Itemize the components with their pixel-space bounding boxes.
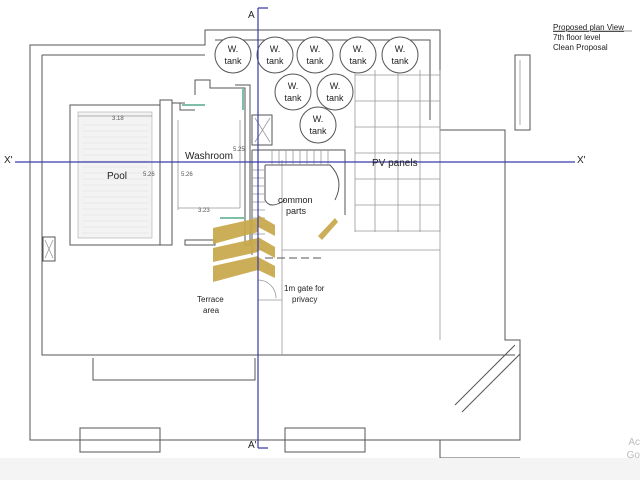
washroom-length-dimension: 5.25 bbox=[233, 147, 245, 153]
section-x-right-label: X' bbox=[577, 155, 586, 166]
pv-panels-label: PV panels bbox=[372, 158, 418, 169]
pool: 3.18 5.26 bbox=[69, 104, 161, 246]
privacy-screen bbox=[213, 215, 338, 282]
title-heading: Proposed plan View bbox=[553, 23, 624, 32]
tank-circle bbox=[381, 36, 419, 74]
washroom-label: Washroom bbox=[185, 151, 233, 162]
building-outline bbox=[29, 29, 531, 441]
water-tank: W. tank bbox=[274, 73, 312, 111]
title-floor-level: 7th floor level bbox=[553, 33, 601, 42]
wall-length-dimension: 5.26 bbox=[181, 172, 193, 178]
pool-label: Pool bbox=[107, 171, 127, 182]
tank-label: W. bbox=[310, 44, 321, 54]
terrace-label: Terrace bbox=[197, 295, 224, 304]
tank-circle bbox=[316, 73, 354, 111]
pv-panel-grid bbox=[354, 70, 441, 232]
bottom-bar bbox=[0, 458, 640, 480]
tank-label: tank bbox=[284, 93, 302, 103]
tank-label: W. bbox=[330, 81, 341, 91]
washroom-width-dimension: 3.23 bbox=[198, 208, 210, 214]
common-parts-label-2: parts bbox=[286, 206, 307, 216]
tank-label: tank bbox=[306, 56, 324, 66]
water-tanks: W.tankW.tankW.tankW.tankW.tankW.tankW.ta… bbox=[214, 36, 419, 144]
tank-label: W. bbox=[353, 44, 364, 54]
water-tank: W. tank bbox=[214, 36, 252, 74]
tank-circle bbox=[339, 36, 377, 74]
pool-width-dimension: 3.18 bbox=[112, 116, 124, 122]
gate-label: 1m gate for bbox=[284, 284, 325, 293]
water-tank: W. tank bbox=[299, 106, 337, 144]
water-tank: W. tank bbox=[316, 73, 354, 111]
section-a-bottom-label: A' bbox=[248, 440, 257, 451]
tank-label: tank bbox=[266, 56, 284, 66]
common-parts-label: common bbox=[278, 195, 313, 205]
tank-circle bbox=[296, 36, 334, 74]
tank-label: W. bbox=[270, 44, 281, 54]
water-tank: W. tank bbox=[256, 36, 294, 74]
section-x-left-label: X' bbox=[4, 155, 13, 166]
watermark-line-2: Go bbox=[626, 450, 640, 461]
water-tank: W. tank bbox=[296, 36, 334, 74]
tank-label: tank bbox=[326, 93, 344, 103]
tank-label: tank bbox=[391, 56, 409, 66]
title-proposal: Clean Proposal bbox=[553, 43, 608, 52]
terrace-label-2: area bbox=[203, 306, 220, 315]
tank-label: tank bbox=[349, 56, 367, 66]
tank-circle bbox=[214, 36, 252, 74]
tank-label: tank bbox=[309, 126, 327, 136]
tank-label: W. bbox=[288, 81, 299, 91]
title-block: Proposed plan View 7th floor level Clean… bbox=[553, 23, 632, 52]
tank-label: W. bbox=[228, 44, 239, 54]
lower-floor-elements bbox=[79, 344, 521, 459]
tank-label: W. bbox=[395, 44, 406, 54]
watermark-line-1: Ac bbox=[628, 437, 640, 448]
tank-circle bbox=[256, 36, 294, 74]
pool-length-dimension: 5.26 bbox=[143, 172, 155, 178]
water-tank: W. tank bbox=[381, 36, 419, 74]
water-tank: W. tank bbox=[339, 36, 377, 74]
tank-circle bbox=[274, 73, 312, 111]
section-a-top-label: A bbox=[248, 10, 255, 21]
tank-label: W. bbox=[313, 114, 324, 124]
section-lines: A A' X' X' bbox=[4, 7, 586, 451]
gate-label-2: privacy bbox=[292, 295, 317, 304]
tank-label: tank bbox=[224, 56, 242, 66]
tank-circle bbox=[299, 106, 337, 144]
